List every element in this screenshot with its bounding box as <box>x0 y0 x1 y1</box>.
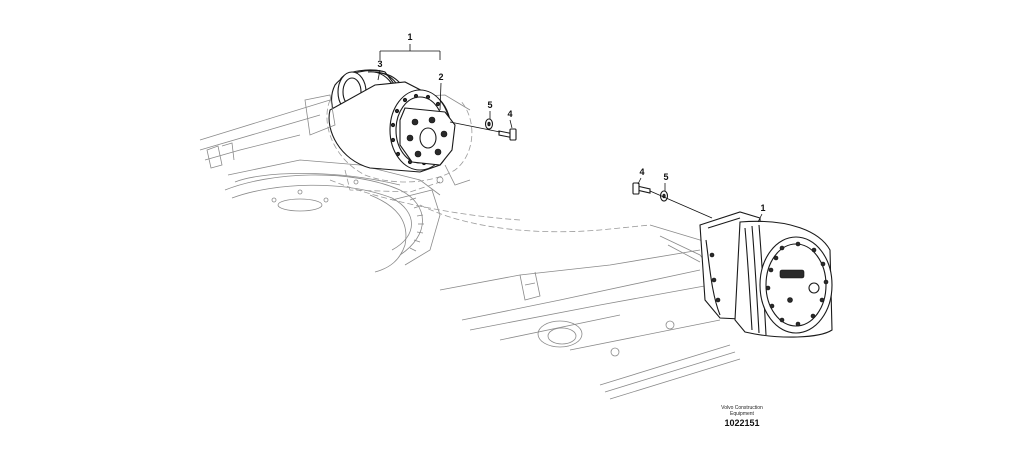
credit-company: Volvo Construction <box>721 405 763 411</box>
slew-ring-teeth <box>409 197 424 252</box>
callout-4-left: 4 <box>507 109 512 119</box>
callout-5-right: 5 <box>663 172 668 182</box>
left-bolt <box>498 128 517 141</box>
credit-division: Equipment <box>730 411 755 417</box>
callout-1-right: 1 <box>760 203 765 213</box>
callout-leaders <box>377 44 763 223</box>
right-bolt <box>632 182 651 195</box>
callout-4-right: 4 <box>639 167 644 177</box>
travel-motor-left <box>304 69 473 193</box>
callout-labels: 1 2 3 5 4 4 5 1 <box>377 32 765 213</box>
right-washer <box>659 190 669 202</box>
callout-1-left: 1 <box>407 32 412 42</box>
travel-motor-right <box>699 211 833 338</box>
undercarriage-frame <box>199 94 741 400</box>
credit-block: Volvo Construction Equipment 1022151 <box>721 405 763 428</box>
right-motor-cover-bolts <box>765 241 829 327</box>
callout-3: 3 <box>377 59 382 69</box>
callout-2: 2 <box>438 72 443 82</box>
figure-number: 1022151 <box>724 418 759 428</box>
callout-5-left: 5 <box>487 100 492 110</box>
left-washer <box>484 118 494 130</box>
